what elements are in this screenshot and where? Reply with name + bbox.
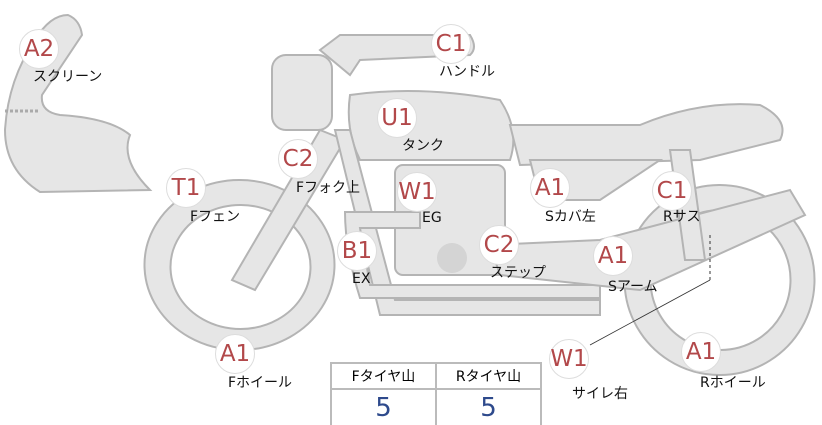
- marker-label-10: Sアーム: [608, 279, 658, 295]
- marker-label-1: ハンドル: [439, 64, 495, 80]
- marker-label-5: EG: [422, 210, 442, 226]
- marker-badge-12[interactable]: W1: [549, 339, 589, 379]
- front-tire-value: 5: [330, 388, 437, 425]
- marker-badge-5[interactable]: W1: [397, 172, 437, 212]
- marker-badge-7[interactable]: C1: [652, 171, 692, 211]
- marker-label-6: Sカバ左: [545, 209, 596, 225]
- marker-badge-3[interactable]: C2: [278, 139, 318, 179]
- marker-badge-8[interactable]: B1: [337, 231, 377, 271]
- seat: [508, 103, 784, 167]
- marker-badge-4[interactable]: T1: [166, 168, 206, 208]
- marker-label-2: タンク: [402, 138, 444, 154]
- marker-label-4: Fフェン: [190, 209, 241, 225]
- marker-badge-11[interactable]: A1: [215, 334, 255, 374]
- marker-label-8: EX: [352, 271, 371, 287]
- frame: [333, 129, 601, 316]
- marker-badge-10[interactable]: A1: [593, 236, 633, 276]
- marker-badge-1[interactable]: C1: [431, 24, 471, 64]
- marker-label-0: スクリーン: [33, 69, 103, 85]
- headlight-part: [271, 54, 333, 131]
- rear-tire-header: Rタイヤ山: [435, 362, 542, 390]
- marker-label-3: Fフォク上: [296, 180, 361, 196]
- marker-label-7: Rサス: [663, 209, 701, 225]
- marker-badge-13[interactable]: A1: [681, 332, 721, 372]
- rear-tire-value: 5: [435, 388, 542, 425]
- marker-label-9: ステップ: [490, 265, 546, 281]
- marker-label-13: Rホイール: [700, 375, 766, 391]
- marker-label-11: Fホイール: [228, 375, 293, 391]
- marker-badge-0[interactable]: A2: [19, 29, 59, 69]
- marker-badge-2[interactable]: U1: [377, 98, 417, 138]
- marker-badge-6[interactable]: A1: [530, 168, 570, 208]
- marker-label-12: サイレ右: [572, 386, 628, 402]
- tire-tread-table: Fタイヤ山 Rタイヤ山 5 5: [330, 362, 542, 425]
- engine-cover: [437, 243, 467, 273]
- marker-badge-9[interactable]: C2: [479, 225, 519, 265]
- muffler-leader-line: [589, 279, 711, 346]
- front-tire-header: Fタイヤ山: [330, 362, 437, 390]
